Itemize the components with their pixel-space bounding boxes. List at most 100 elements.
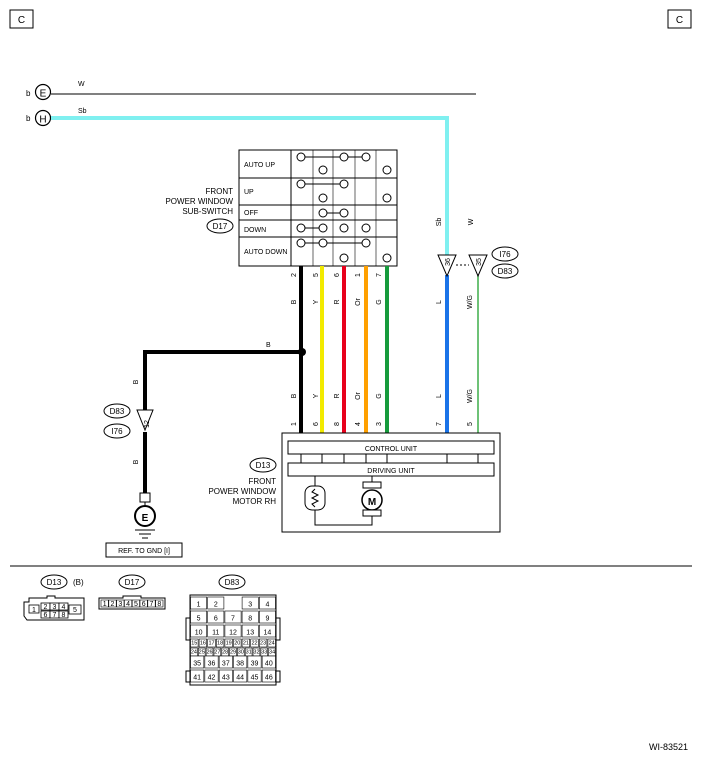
subswitch-wire-label: Or: [355, 297, 362, 305]
d83-pin: 22: [251, 641, 257, 647]
control-unit-label: CONTROL UNIT: [365, 446, 418, 453]
d83-pin: 16: [200, 641, 206, 647]
corner-marker-right: C: [667, 9, 692, 29]
d83-pin: 44: [236, 675, 244, 682]
d83-pin: 28: [222, 650, 228, 656]
signal-e-wire: W: [78, 81, 85, 88]
figure-id: WI-83521: [649, 742, 688, 752]
right-wire-mid-right: W/G: [467, 295, 474, 309]
subswitch-name-line2: POWER WINDOW: [165, 197, 233, 206]
switch-row-down: DOWN: [244, 227, 266, 234]
signal-e-circle: [34, 83, 52, 101]
d83-pin: 24: [269, 641, 275, 647]
d83-pin-cell: [258, 610, 276, 624]
signal-h-letter: H: [39, 115, 46, 126]
d13-pin: 1: [32, 607, 36, 614]
ground-wire-top-label: B: [133, 379, 140, 384]
d83-pin: 4: [265, 602, 269, 609]
motor-name-line2: POWER WINDOW: [208, 487, 276, 496]
d83-pin-cell: [258, 638, 268, 648]
d13-pin: 6: [44, 612, 48, 619]
d83-pin-cell: [261, 669, 276, 683]
d83-pin: 3: [248, 602, 252, 609]
right-pin-right: 35: [476, 258, 483, 266]
d83-pin: 10: [195, 630, 203, 637]
motor-pin: 6: [313, 422, 320, 426]
motor-connector: D13: [256, 461, 271, 470]
d17-label: D17: [125, 578, 140, 587]
d17-pin-cell: [139, 599, 148, 608]
subswitch-pin: 5: [313, 273, 320, 277]
d83-pin-cell: [241, 610, 259, 624]
d83-pin-cell: [190, 638, 199, 648]
d83-pin: 19: [226, 641, 232, 647]
d83-pin-cell: [241, 624, 259, 638]
right-wire-top-right: W: [468, 218, 475, 225]
corner-marker-left: C: [9, 9, 34, 29]
d83-pin-cell: [190, 655, 205, 669]
d17-pin: 4: [126, 601, 130, 608]
d83-pin: 5: [197, 616, 201, 623]
ground-circle: [134, 505, 156, 527]
subswitch-pin: 7: [376, 273, 383, 277]
d83-pin-cell: [190, 669, 205, 683]
d83-pin: 13: [246, 630, 254, 637]
d83-pin: 20: [234, 641, 240, 647]
ground-connector-bottom: I76: [111, 427, 123, 436]
splice-wire-label: B: [266, 342, 271, 349]
d83-pin-cell: [229, 647, 237, 657]
d83-pin-cell: [241, 638, 251, 648]
wire-sb: [51, 116, 449, 255]
ground-connector-top-badge: [103, 403, 131, 419]
d83-pin: 45: [251, 675, 259, 682]
d83-pin: 24: [191, 650, 197, 656]
d83-pin-cell: [258, 596, 276, 610]
d17-pin-cell: [147, 599, 156, 608]
signal-h-wire: Sb: [78, 108, 87, 115]
subswitch-pins: 2 5 6 1 7 B Y R Or G: [291, 273, 383, 306]
motor-wire-label: W/G: [467, 389, 474, 403]
d83-pin-cell: [190, 596, 208, 610]
d83-pin-cell: [233, 638, 242, 648]
d83-pin: 41: [193, 675, 201, 682]
corner-label-right: C: [676, 15, 683, 26]
ground-wire-bottom-label: B: [133, 459, 140, 464]
connector-view-d13: D13 (B) 1 2 3 4 5 6 7 8: [23, 574, 85, 621]
subswitch-connector: D17: [213, 222, 228, 231]
right-pin-left: 36: [445, 258, 452, 266]
motor-label: D13 FRONT POWER WINDOW MOTOR RH: [208, 457, 277, 506]
signal-h-circle: [34, 109, 52, 127]
d83-pin: 9: [265, 616, 269, 623]
d13-pin: 5: [73, 607, 77, 614]
driving-unit-box: [287, 462, 495, 477]
d83-pin: 29: [230, 650, 236, 656]
right-connector-top: I76: [499, 250, 511, 259]
ground-connector-bottom-badge: [103, 423, 131, 439]
motor-pin: 4: [355, 422, 362, 426]
d83-pin-cell: [207, 638, 216, 648]
d83-pin: 18: [217, 641, 223, 647]
d83-pin: 15: [191, 641, 197, 647]
d17-pin-cell: [131, 599, 140, 608]
d83-pin: 46: [265, 675, 273, 682]
d83-pin-cell: [267, 638, 276, 648]
motor-pin: 7: [436, 422, 443, 426]
d83-pin: 23: [260, 641, 266, 647]
ground-letter: E: [142, 513, 149, 524]
d83-pin: 30: [238, 650, 244, 656]
d83-pin: 32: [253, 650, 259, 656]
d83-pin-cell: [216, 638, 225, 648]
d17-pin: 3: [118, 601, 122, 608]
d83-pin: 39: [251, 661, 259, 668]
d83-pin: 40: [265, 661, 273, 668]
motor-letter: M: [368, 497, 376, 508]
d83-pin-cell: [258, 624, 276, 638]
d17-pin: 2: [111, 601, 115, 608]
d83-pin: 12: [229, 630, 237, 637]
ground-connector-symbol: [136, 409, 154, 432]
d17-pin: 1: [103, 601, 107, 608]
subswitch-wire-label: B: [291, 299, 298, 304]
